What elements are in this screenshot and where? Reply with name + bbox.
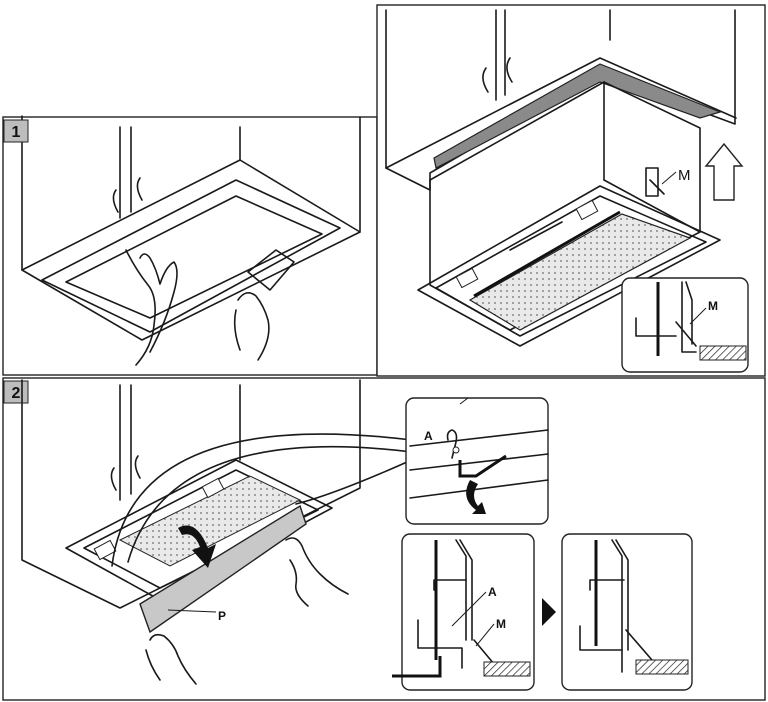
svg-text:2: 2: [12, 385, 21, 402]
right-triangle-icon: [542, 598, 556, 626]
panel-step1-remove-grease-filter: 1: [2, 115, 378, 376]
up-arrow-icon: [704, 142, 744, 201]
label-a-inset: A: [488, 585, 497, 599]
step-1-badge: 1: [3, 119, 29, 143]
label-m-inset-bottom: M: [496, 617, 506, 631]
panel-step2-filter-hinge: 2 P A: [2, 377, 766, 701]
step-2-badge: 2: [3, 380, 29, 404]
label-m-hood: M: [678, 167, 691, 184]
panel-step1-unlock-latch: M M: [376, 4, 766, 377]
inset-hinge-detail: A: [405, 397, 549, 525]
inset-latch-detail: M: [621, 277, 749, 373]
filter-panel-p: [139, 504, 307, 634]
label-m-inset-top: M: [708, 299, 718, 313]
label-p: P: [218, 609, 226, 623]
rotate-arrow-icon: [466, 480, 486, 514]
inset-before: A M: [392, 533, 535, 691]
svg-text:1: 1: [12, 124, 21, 141]
tilt-down-arrow-icon: [178, 525, 216, 568]
inset-after: [561, 533, 693, 691]
label-a-detail: A: [424, 429, 433, 443]
left-hand: [125, 249, 156, 366]
